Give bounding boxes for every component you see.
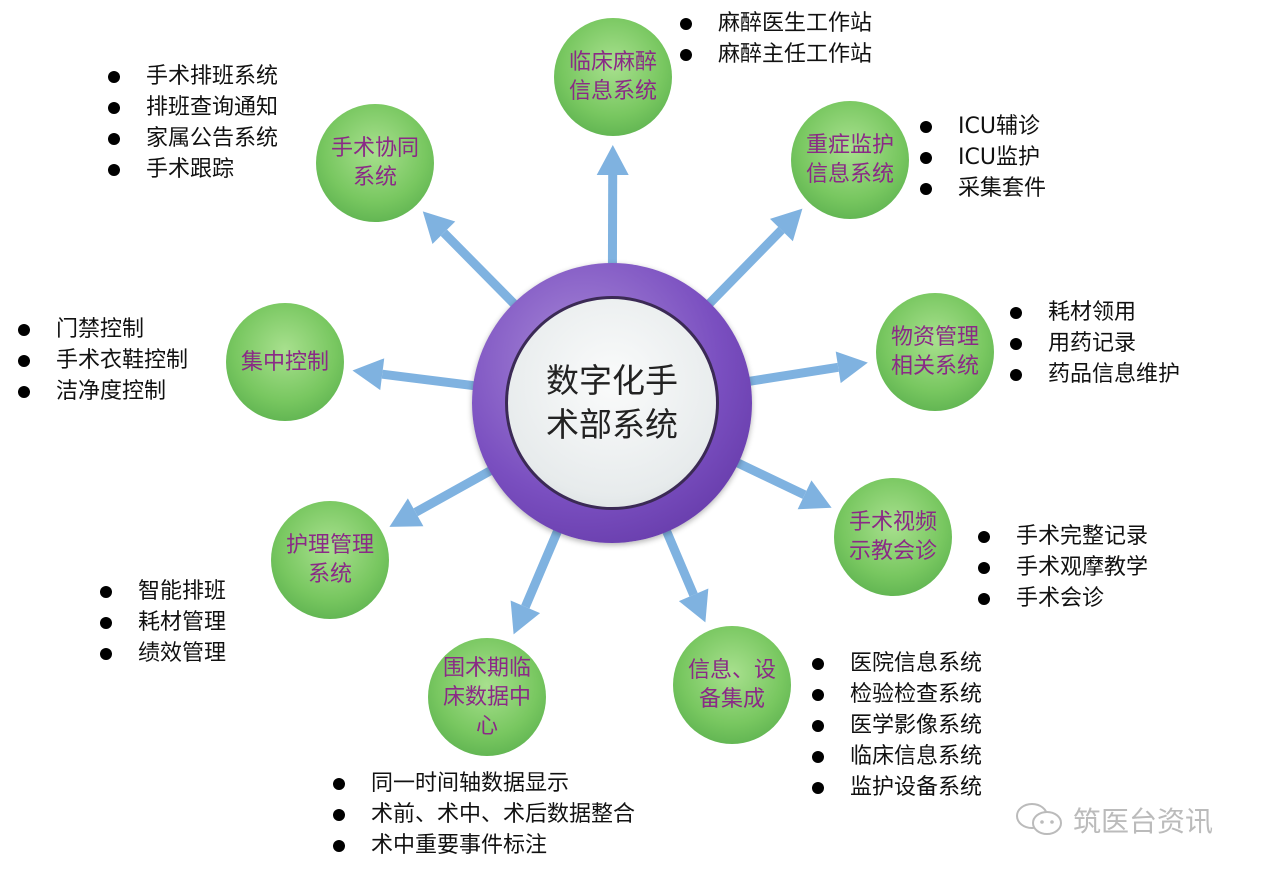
list-item: 手术跟踪 xyxy=(106,154,278,185)
center-hub: 数字化手术部系统 xyxy=(472,263,752,543)
arrow-anesthesia xyxy=(596,144,629,269)
list-item: 手术观摩教学 xyxy=(976,552,1148,583)
list-item: 药品信息维护 xyxy=(1008,359,1180,390)
list-item: 家属公告系统 xyxy=(106,123,278,154)
list-nursing: 智能排班 耗材管理 绩效管理 xyxy=(98,576,226,669)
list-icu: ICU辅诊 ICU监护 采集套件 xyxy=(918,111,1046,204)
arrow-central xyxy=(352,358,479,391)
node-label: 围术期临床数据中心 xyxy=(442,655,531,739)
node-label: 手术协同系统 xyxy=(330,136,419,190)
arrow-perioperative xyxy=(510,525,564,635)
node-perioperative: 围术期临床数据中心 xyxy=(428,638,546,756)
arrow-head xyxy=(596,144,629,176)
list-item: 洁净度控制 xyxy=(16,376,188,407)
node-video: 手术视频示教会诊 xyxy=(834,478,952,596)
list-item: 排班查询通知 xyxy=(106,92,278,123)
node-central: 集中控制 xyxy=(226,303,344,421)
arrow-shaft xyxy=(381,369,479,391)
arrow-shaft xyxy=(660,525,698,597)
list-anesthesia: 麻醉医生工作站 麻醉主任工作站 xyxy=(678,8,872,70)
node-label: 临床麻醉信息系统 xyxy=(568,50,657,104)
arrow-shaft xyxy=(413,464,497,517)
arrow-materials xyxy=(744,351,868,387)
arrow-video xyxy=(731,457,832,510)
arrow-head xyxy=(678,588,709,623)
list-item: 智能排班 xyxy=(98,576,226,607)
arrow-head xyxy=(422,211,456,244)
node-label: 手术视频示教会诊 xyxy=(848,510,937,564)
list-coordination: 手术排班系统 排班查询通知 家属公告系统 手术跟踪 xyxy=(106,61,278,185)
center-title: 数字化手术部系统 xyxy=(546,361,678,444)
node-label: 集中控制 xyxy=(240,349,329,375)
list-item: 麻醉主任工作站 xyxy=(678,39,872,70)
list-item: 医院信息系统 xyxy=(810,648,982,679)
list-item: 手术排班系统 xyxy=(106,61,278,92)
list-item: 临床信息系统 xyxy=(810,741,982,772)
wechat-icon xyxy=(1016,803,1062,835)
list-perioperative: 同一时间轴数据显示 术前、术中、术后数据整合 术中重要事件标注 xyxy=(331,768,635,861)
list-item: ICU监护 xyxy=(918,142,1046,173)
list-item: 术前、术中、术后数据整合 xyxy=(331,799,635,830)
arrow-shaft xyxy=(440,229,521,311)
list-integration: 医院信息系统 检验检查系统 医学影像系统 临床信息系统 监护设备系统 xyxy=(810,648,982,803)
arrow-coordination xyxy=(422,211,521,311)
watermark-text: 筑医台资讯 xyxy=(1073,805,1214,838)
list-item: 手术会诊 xyxy=(976,583,1148,614)
list-item: 手术衣鞋控制 xyxy=(16,345,188,376)
arrow-head xyxy=(835,351,868,384)
list-item: 医学影像系统 xyxy=(810,710,982,741)
node-label: 重症监护信息系统 xyxy=(805,133,894,187)
list-item: 监护设备系统 xyxy=(810,772,982,803)
node-icu: 重症监护信息系统 xyxy=(791,101,909,219)
list-item: 同一时间轴数据显示 xyxy=(331,768,635,799)
arrow-integration xyxy=(660,525,709,623)
node-nursing: 护理管理系统 xyxy=(271,501,389,619)
list-item: 用药记录 xyxy=(1008,328,1180,359)
node-materials: 物资管理相关系统 xyxy=(876,293,994,411)
list-item: 采集套件 xyxy=(918,173,1046,204)
arrow-head xyxy=(389,498,424,527)
list-materials: 耗材领用 用药记录 药品信息维护 xyxy=(1008,297,1180,390)
arrow-nursing xyxy=(389,464,497,527)
list-item: 耗材管理 xyxy=(98,607,226,638)
node-label: 护理管理系统 xyxy=(285,533,374,587)
arrow-head xyxy=(510,600,541,635)
arrow-head xyxy=(797,480,832,510)
node-integration: 信息、设备集成 xyxy=(673,626,791,744)
arrow-icu xyxy=(703,208,803,310)
node-label: 物资管理相关系统 xyxy=(890,325,979,379)
list-item: 绩效管理 xyxy=(98,638,226,669)
list-item: 耗材领用 xyxy=(1008,297,1180,328)
arrow-head xyxy=(769,208,803,242)
list-item: 检验检查系统 xyxy=(810,679,982,710)
list-video: 手术完整记录 手术观摩教学 手术会诊 xyxy=(976,521,1148,614)
watermark: 筑医台资讯 xyxy=(1015,800,1213,840)
node-anesthesia: 临床麻醉信息系统 xyxy=(554,18,672,136)
list-item: 手术完整记录 xyxy=(976,521,1148,552)
list-central: 门禁控制 手术衣鞋控制 洁净度控制 xyxy=(16,314,188,407)
list-item: 门禁控制 xyxy=(16,314,188,345)
arrow-shaft xyxy=(703,226,785,310)
list-item: ICU辅诊 xyxy=(918,111,1046,142)
arrow-shaft xyxy=(521,525,564,609)
node-label: 信息、设备集成 xyxy=(687,658,776,712)
node-coordination: 手术协同系统 xyxy=(316,104,434,222)
arrow-shaft xyxy=(731,457,807,499)
list-item: 麻醉医生工作站 xyxy=(678,8,872,39)
arrow-shaft xyxy=(744,362,839,387)
arrow-head xyxy=(352,358,385,391)
list-item: 术中重要事件标注 xyxy=(331,830,635,861)
